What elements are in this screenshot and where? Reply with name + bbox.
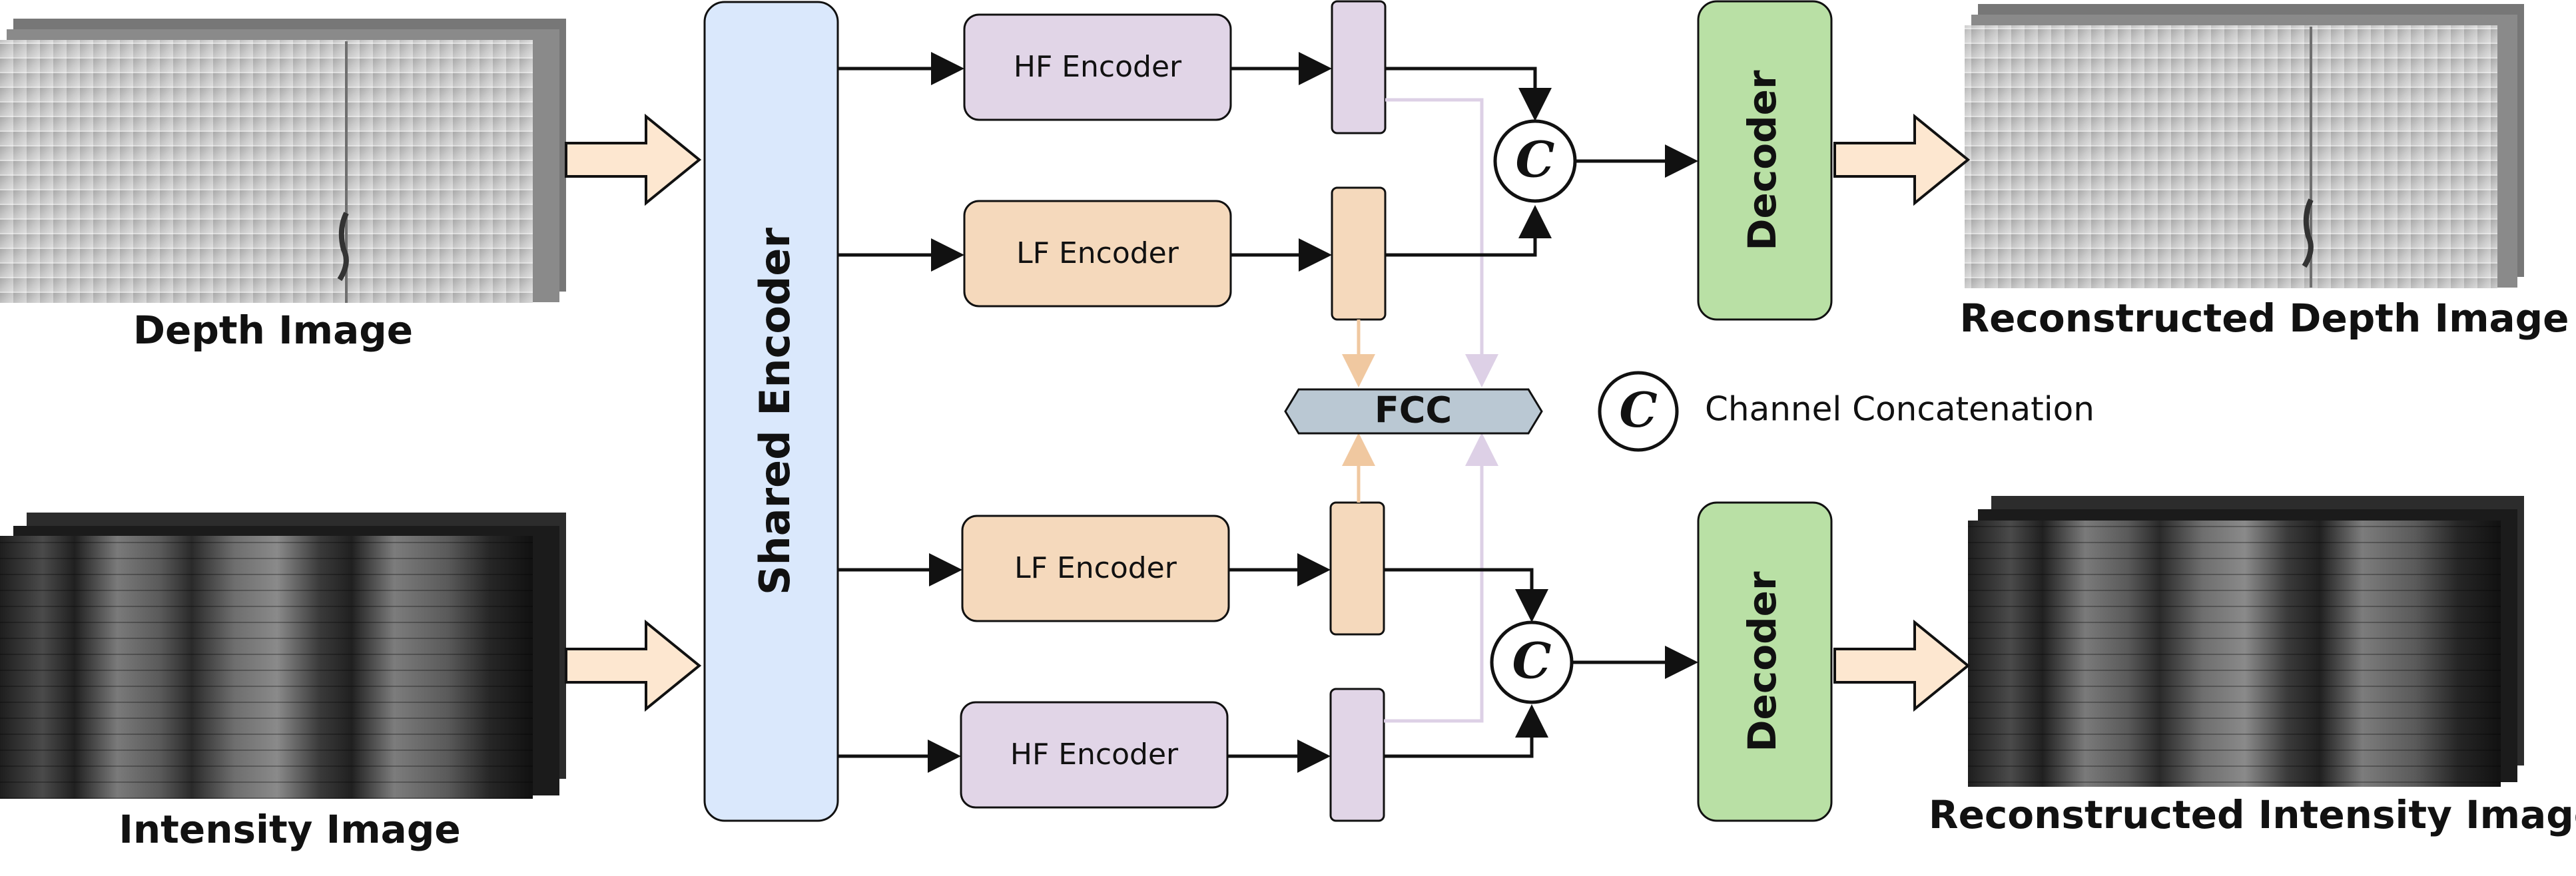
svg-text:C: C bbox=[1619, 381, 1657, 438]
hf-feature-bottom bbox=[1329, 688, 1385, 822]
legend-label: Channel Concatenation bbox=[1705, 390, 2094, 429]
lf-encoder-bottom: LF Encoder bbox=[961, 515, 1230, 622]
lf-feature-top bbox=[1331, 186, 1387, 321]
decoder-top: Decoder bbox=[1697, 0, 1833, 321]
reconstructed-depth-stack bbox=[1965, 4, 2524, 288]
concat-icon-top: C bbox=[1493, 119, 1577, 203]
svg-text:FCC: FCC bbox=[1375, 389, 1452, 431]
reconstructed-intensity-label: Reconstructed Intensity Image bbox=[1929, 792, 2576, 837]
connection-arrows bbox=[838, 52, 1698, 773]
lf-encoder-top: HF Encoder LF Encoder bbox=[963, 200, 1232, 308]
input-arrow-icon bbox=[565, 619, 702, 712]
shared-encoder-label: Shared Encoder bbox=[751, 228, 799, 595]
intensity-image-stack bbox=[0, 513, 566, 799]
depth-image-stack bbox=[0, 19, 566, 303]
svg-text:LF Encoder: LF Encoder bbox=[1016, 236, 1179, 270]
input-arrow-icon bbox=[565, 113, 702, 206]
fcc-links bbox=[1342, 98, 1498, 723]
hf-encoder-bottom: HF Encoder bbox=[960, 701, 1229, 809]
svg-text:C: C bbox=[1512, 633, 1552, 690]
svg-text:Decoder: Decoder bbox=[1740, 70, 1785, 251]
shared-encoder-box bbox=[703, 1, 839, 822]
depth-image-label: Depth Image bbox=[133, 308, 413, 353]
decoder-bottom: Decoder bbox=[1697, 501, 1833, 822]
reconstructed-intensity-stack bbox=[1968, 496, 2524, 787]
output-arrow-icon bbox=[1833, 113, 1971, 206]
svg-text:LF Encoder: LF Encoder bbox=[1014, 551, 1177, 585]
fcc-block: FCC bbox=[1284, 388, 1543, 435]
concat-icon-bottom: C bbox=[1490, 620, 1574, 704]
output-arrow-icon bbox=[1833, 619, 1971, 712]
legend-concat: C Channel Concatenation bbox=[1598, 371, 2094, 452]
hf-encoder-top: HF Encoder bbox=[963, 13, 1232, 121]
svg-text:HF Encoder: HF Encoder bbox=[1014, 50, 1182, 84]
svg-text:C: C bbox=[1516, 132, 1555, 189]
hf-feature-top bbox=[1331, 0, 1387, 134]
intensity-image-label: Intensity Image bbox=[119, 807, 460, 852]
reconstructed-depth-label: Reconstructed Depth Image bbox=[1959, 296, 2569, 341]
svg-text:HF Encoder: HF Encoder bbox=[1010, 738, 1179, 771]
lf-feature-bottom bbox=[1329, 501, 1385, 636]
svg-text:Decoder: Decoder bbox=[1740, 571, 1785, 752]
